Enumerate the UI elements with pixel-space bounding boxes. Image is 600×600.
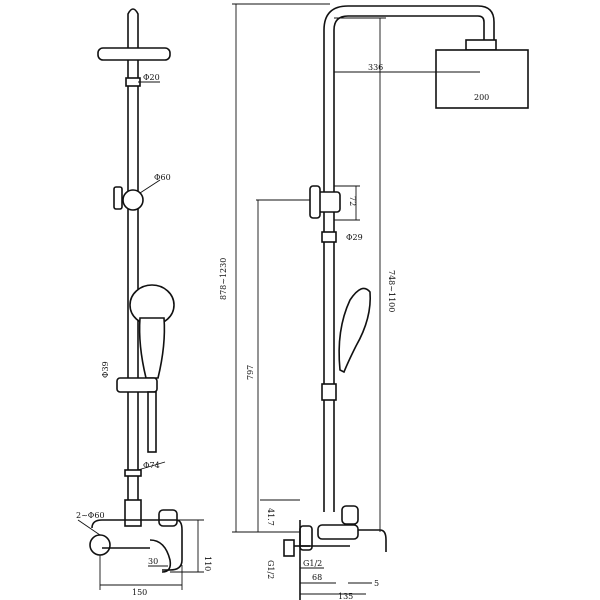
dim-d5: 5: [374, 579, 379, 588]
slide-bar-holder: [116, 377, 158, 393]
dim-d30: 30: [148, 557, 158, 566]
mixer-spout: [149, 539, 172, 573]
dim-w135: 135: [338, 592, 353, 600]
dim-g12a: G1/2: [266, 560, 275, 579]
wall-flange-left: [89, 534, 111, 556]
dim-w68: 68: [312, 573, 322, 582]
diverter-body: [122, 189, 144, 211]
riser-inner: [333, 15, 485, 512]
dim-d20: Φ20: [143, 73, 160, 82]
head-connector: [125, 77, 141, 87]
dim-d74: Φ74: [143, 461, 160, 470]
dim-h797: 797: [246, 365, 255, 380]
dim-d39: Φ39: [101, 361, 110, 378]
leader-d74: [137, 461, 166, 471]
mixer-side-body: [317, 524, 359, 540]
head-connector-side: [465, 39, 497, 51]
mixer-body: [124, 499, 142, 527]
dim-g12b: G1/2: [303, 559, 322, 568]
hand-shower-side: [338, 287, 372, 374]
dim-h110: 110: [203, 556, 212, 571]
front-view: Φ20 Φ60 Φ39 Φ74 2~Φ60 150 110 30: [76, 8, 212, 597]
dim-d60-top: Φ60: [154, 173, 171, 182]
mixer-side-spout: [358, 529, 387, 552]
diverter-side-body: [317, 191, 341, 213]
dim-w336: 336: [368, 63, 383, 72]
dim-d41: 41.7: [266, 508, 275, 526]
dim-w150: 150: [132, 588, 147, 597]
collar-29: [321, 231, 337, 243]
wall-flange-side: [283, 539, 295, 557]
diverter-side-knob: [309, 185, 321, 219]
mixer-side-top: [341, 505, 359, 525]
dim-d29: Φ29: [346, 233, 363, 242]
dim-w200: 200: [474, 93, 489, 102]
bottom-ring: [124, 469, 142, 477]
side-view: 878~1230 797 336 200 72 Φ29 748~1100: [219, 3, 529, 600]
diverter-leader: [139, 179, 161, 194]
shower-head-front: [97, 47, 171, 61]
hose-outlet: [147, 391, 157, 453]
diverter-knob: [113, 186, 123, 210]
leader-2x60: [77, 519, 101, 536]
hand-shower-handle: [138, 317, 166, 379]
mixer-lever: [158, 509, 178, 527]
top-pipe-cap: [127, 8, 139, 48]
shower-head-side: [435, 49, 529, 109]
dim-d72: 72: [348, 196, 357, 206]
dim-h748: 748~1100: [387, 270, 396, 312]
riser-outer: [323, 5, 495, 512]
holder-side: [321, 383, 337, 401]
dim-2x60: 2~Φ60: [76, 511, 105, 520]
dim-h878: 878~1230: [219, 258, 228, 300]
mixer-bar: [91, 519, 183, 571]
